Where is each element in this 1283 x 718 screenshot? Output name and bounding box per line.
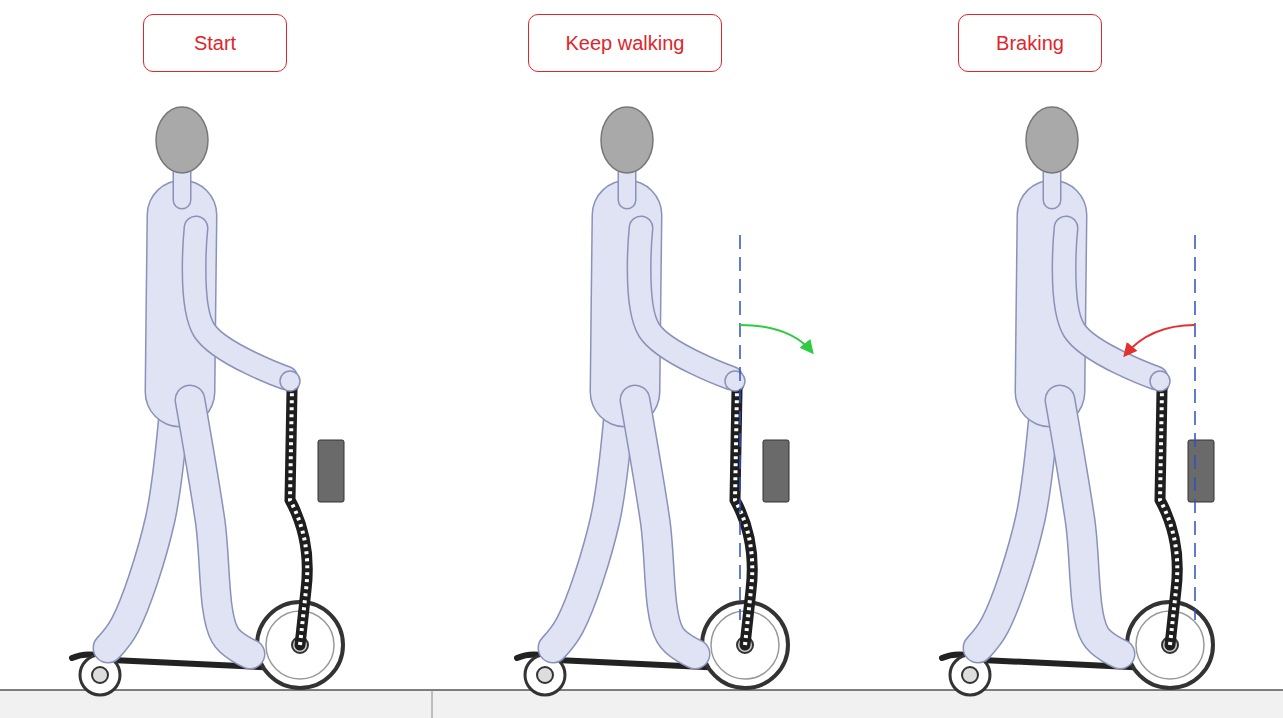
stage-label-box: Start [143, 14, 287, 72]
rider-figure [942, 107, 1214, 695]
front-leg [190, 400, 250, 654]
scooter-stem-lattice [290, 390, 307, 645]
head [156, 107, 208, 173]
reference-line [739, 235, 741, 620]
back-leg [553, 400, 620, 648]
neck [619, 172, 635, 200]
torso-outline [1050, 215, 1052, 392]
rider-figure [517, 107, 789, 695]
ground-line [0, 689, 1283, 691]
back-leg-outline [108, 400, 175, 648]
neck-outline [618, 172, 637, 200]
hand [725, 371, 745, 391]
scooter-stem [1160, 390, 1177, 645]
torso [1050, 215, 1052, 392]
scooter-stem [290, 390, 307, 645]
front-leg [635, 400, 695, 654]
battery-box [318, 440, 344, 502]
arm [1064, 228, 1156, 378]
neck [174, 172, 190, 200]
rider-figure [72, 107, 344, 695]
hand [1150, 371, 1170, 391]
stage-label: Start [194, 31, 236, 55]
head [601, 107, 653, 173]
back-leg-outline [553, 400, 620, 648]
stage-label: Keep walking [566, 31, 685, 55]
torso [180, 215, 182, 392]
neck-outline [173, 172, 192, 200]
hand [280, 371, 300, 391]
backward-arrow [1125, 325, 1195, 355]
battery-box [1188, 440, 1214, 502]
rear-hub [92, 667, 108, 683]
stage-label: Braking [996, 31, 1064, 55]
back-leg-outline [978, 400, 1045, 648]
arm-outline [194, 228, 286, 378]
back-leg [978, 400, 1045, 648]
rear-hub [537, 667, 553, 683]
ground-band [0, 690, 1283, 718]
neck-outline [1043, 172, 1062, 200]
scooter-stem [735, 390, 752, 645]
torso [625, 215, 627, 392]
torso-outline [625, 215, 627, 392]
stage-label-box: Keep walking [528, 14, 722, 72]
torso-outline [180, 215, 182, 392]
arm-outline [639, 228, 731, 378]
arm [194, 228, 286, 378]
scooter-stem-lattice [1160, 390, 1177, 645]
front-leg-outline [190, 400, 250, 654]
neck [1044, 172, 1060, 200]
reference-line [1194, 235, 1196, 620]
rear-hub [962, 667, 978, 683]
front-leg-outline [1060, 400, 1120, 654]
front-leg-outline [635, 400, 695, 654]
stage-label-box: Braking [958, 14, 1102, 72]
battery-box [763, 440, 789, 502]
head [1026, 107, 1078, 173]
back-leg [108, 400, 175, 648]
front-leg [1060, 400, 1120, 654]
scooter-stem-lattice [735, 390, 752, 645]
ground-divider [432, 690, 433, 718]
arm [639, 228, 731, 378]
arm-outline [1064, 228, 1156, 378]
forward-arrow [740, 325, 812, 352]
